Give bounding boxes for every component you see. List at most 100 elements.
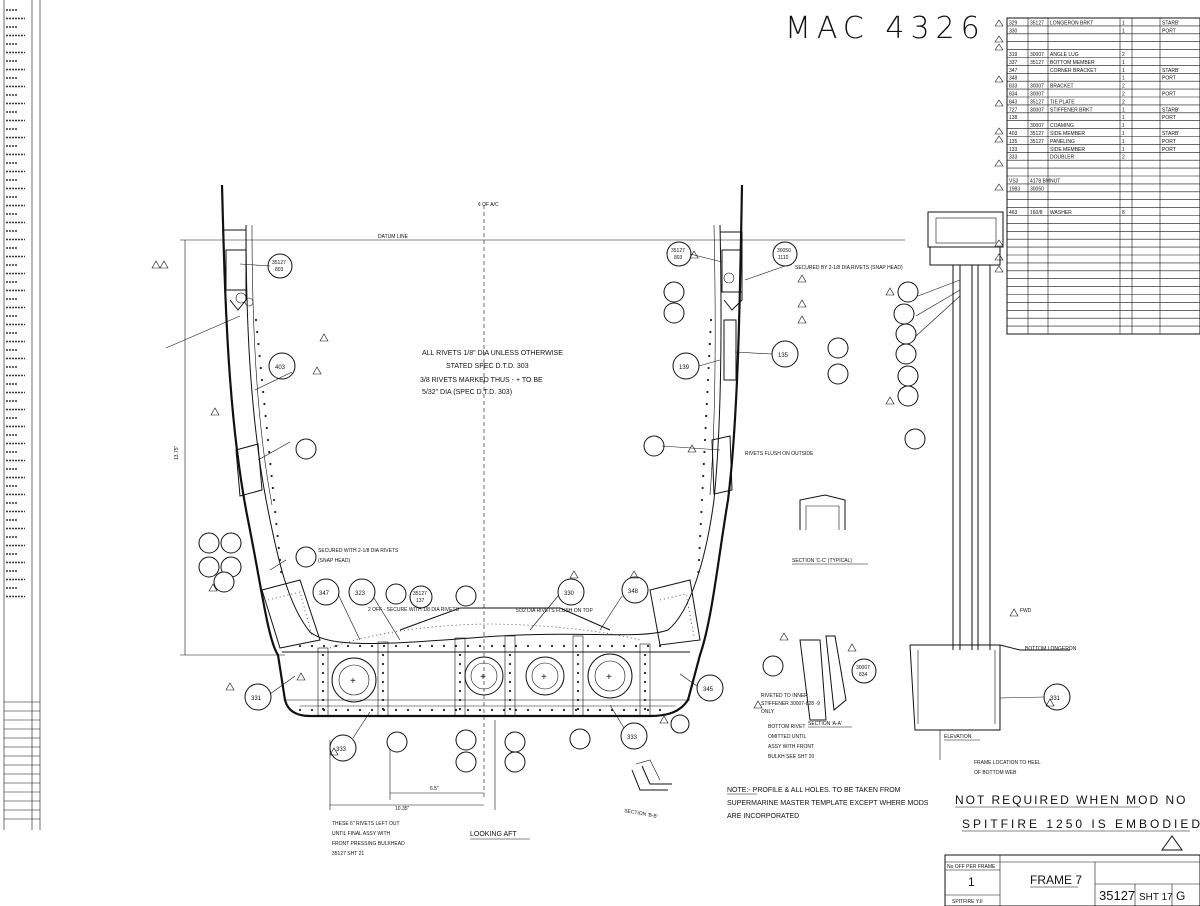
parts-table-cell: DOUBLER bbox=[1050, 155, 1075, 161]
side-lugs bbox=[225, 249, 743, 712]
parts-table-cell: 1 bbox=[1122, 20, 1125, 26]
svg-text:135: 135 bbox=[778, 353, 789, 359]
svg-text:5/32" DIA (SPEC D.T.D. 303): 5/32" DIA (SPEC D.T.D. 303) bbox=[422, 389, 512, 396]
note-block: NOTE:- PROFILE & ALL HOLES. TO BE TAKEN … bbox=[727, 787, 929, 820]
bubble-348 bbox=[621, 576, 649, 604]
dim-1035: 10.35" bbox=[395, 806, 410, 812]
parts-table-cell: 160/8 bbox=[1030, 210, 1043, 216]
svg-text:BULKH SEE SHT 20: BULKH SEE SHT 20 bbox=[768, 754, 815, 760]
parts-table-cell: 2 bbox=[1122, 52, 1125, 58]
parts-table-cell: 833 bbox=[1009, 84, 1018, 90]
rev-markers bbox=[151, 250, 1055, 756]
svg-text:ARE INCORPORATED: ARE INCORPORATED bbox=[727, 813, 799, 820]
parts-table-cell: PORT bbox=[1162, 115, 1176, 121]
parts-table-cell: 30050 bbox=[1030, 186, 1044, 192]
svg-text:5/32 DIA RIVETS FLUSH ON TOP: 5/32 DIA RIVETS FLUSH ON TOP bbox=[516, 608, 593, 614]
main-notes: ALL RIVETS 1/8" DIA UNLESS OTHERWISE STA… bbox=[318, 265, 903, 857]
parts-table-cell: 30007 bbox=[1030, 84, 1044, 90]
parts-table-cell: PORT bbox=[1162, 92, 1176, 98]
bubble-323 bbox=[348, 578, 376, 606]
bubble-35127-803-left bbox=[267, 253, 293, 279]
svg-text:2 OFF - SECURE WITH 1/8 DIA RI: 2 OFF - SECURE WITH 1/8 DIA RIVETS bbox=[368, 607, 460, 613]
svg-text:THESE 6" RIVETS LEFT OUT: THESE 6" RIVETS LEFT OUT bbox=[332, 821, 400, 827]
revision-triangles bbox=[994, 19, 1004, 273]
parts-table-cell: 1 bbox=[1122, 139, 1125, 145]
section-bb: SECTION 'B-B' bbox=[624, 759, 672, 820]
svg-text:ELEVATION: ELEVATION bbox=[944, 734, 972, 740]
svg-text:NOT REQUIRED WHEN MOD NO: NOT REQUIRED WHEN MOD NO bbox=[955, 793, 1187, 807]
parts-table-cell: 727 bbox=[1009, 107, 1018, 113]
parts-table-cell: 1 bbox=[1122, 107, 1125, 113]
bubble-333-right bbox=[620, 722, 648, 750]
parts-table-cell: 1 bbox=[1122, 115, 1125, 121]
svg-text:FWD: FWD bbox=[1020, 608, 1032, 614]
parts-table-cell: LONGERON BRKT bbox=[1050, 20, 1093, 26]
bottom-stiffeners bbox=[317, 635, 651, 717]
parts-table-cell: 35127 bbox=[1030, 20, 1044, 26]
parts-table-cell: 333 bbox=[1009, 155, 1018, 161]
parts-table-cell: 1 bbox=[1122, 68, 1125, 74]
parts-table-cell: 347 bbox=[1009, 68, 1018, 74]
svg-text:SECURED BY 2-1/8 DIA RIVETS (S: SECURED BY 2-1/8 DIA RIVETS (SNAP HEAD) bbox=[795, 265, 903, 271]
parts-table-cell: 337 bbox=[1009, 60, 1018, 66]
svg-text:STATED SPEC D.T.D. 303: STATED SPEC D.T.D. 303 bbox=[446, 363, 529, 370]
parts-table-cell: PANELING bbox=[1050, 139, 1075, 145]
parts-table-cell: 35127 bbox=[1030, 139, 1044, 145]
parts-table-cell: STARB' bbox=[1162, 20, 1179, 26]
parts-table-cell: 133 bbox=[1009, 147, 1018, 153]
svg-text:SECTION 'C-C' (TYPICAL): SECTION 'C-C' (TYPICAL) bbox=[792, 558, 852, 564]
svg-text:+: + bbox=[480, 672, 486, 683]
svg-text:SPITFIRE Y.II: SPITFIRE Y.II bbox=[952, 899, 983, 905]
left-notes-strip bbox=[3, 0, 41, 830]
parts-table-cell: PORT bbox=[1162, 76, 1176, 82]
svg-text:SECTION 'A-A': SECTION 'A-A' bbox=[808, 721, 842, 727]
parts-table-cell: 2 bbox=[1122, 99, 1125, 105]
svg-text:STIFFENER 30007-828 -9: STIFFENER 30007-828 -9 bbox=[761, 701, 820, 707]
svg-text:ONLY: ONLY bbox=[761, 709, 775, 715]
parts-table-cell: 1 bbox=[1122, 147, 1125, 153]
parts-table-cell: 35127 bbox=[1030, 60, 1044, 66]
parts-table-cell: 138 bbox=[1009, 115, 1018, 121]
parts-table-cell: COAMING bbox=[1050, 123, 1074, 129]
svg-text:35127: 35127 bbox=[671, 248, 685, 254]
center-line-label: ¢ OF A/C bbox=[478, 202, 499, 208]
svg-text:NOTE:- PROFILE & ALL HOLES. TO: NOTE:- PROFILE & ALL HOLES. TO BE TAKEN … bbox=[727, 787, 901, 794]
parts-table-cell: 30007 bbox=[1030, 107, 1044, 113]
parts-table-cell: 30007 bbox=[1030, 123, 1044, 129]
bubble-30050-1110 bbox=[772, 241, 798, 267]
parts-table-cell: 2 bbox=[1122, 84, 1125, 90]
drawing-title: MAC 4326 bbox=[785, 11, 986, 46]
svg-text:35127: 35127 bbox=[272, 260, 286, 266]
frame-label: FRAME 7 bbox=[1030, 873, 1082, 887]
svg-text:SHT 17: SHT 17 bbox=[1139, 892, 1173, 903]
parts-table-cell: 30007 bbox=[1030, 52, 1044, 58]
svg-text:323: 323 bbox=[355, 591, 366, 597]
lightening-holes: + + + + bbox=[331, 653, 633, 703]
parts-table-cell: 348 bbox=[1009, 76, 1018, 82]
svg-text:35127 SHT 21: 35127 SHT 21 bbox=[332, 851, 364, 857]
svg-text:RIVETS FLUSH ON OUTSIDE: RIVETS FLUSH ON OUTSIDE bbox=[745, 451, 814, 457]
parts-table-cell: 135 bbox=[1009, 139, 1018, 145]
parts-table-cell: 834 bbox=[1009, 92, 1018, 98]
svg-text:G: G bbox=[1176, 889, 1185, 903]
svg-text:333: 333 bbox=[336, 747, 347, 753]
svg-text:SUPERMARINE MASTER TEMPLATE EX: SUPERMARINE MASTER TEMPLATE EXCEPT WHERE… bbox=[727, 800, 929, 807]
svg-text:348: 348 bbox=[628, 589, 639, 595]
svg-text:345: 345 bbox=[703, 687, 714, 693]
not-required-notice: NOT REQUIRED WHEN MOD NO SPITFIRE 1250 I… bbox=[955, 793, 1200, 851]
svg-text:331: 331 bbox=[1050, 696, 1061, 702]
dim-1375: 13.75" bbox=[174, 445, 180, 460]
parts-table-cell: PORT bbox=[1162, 147, 1176, 153]
svg-text:1110: 1110 bbox=[778, 255, 789, 261]
svg-text:+: + bbox=[606, 672, 612, 683]
bubble-30007-834 bbox=[851, 658, 877, 684]
parts-table-cell: VS3 bbox=[1009, 178, 1019, 184]
parts-table-cell: 1 bbox=[1122, 131, 1125, 137]
svg-text:330: 330 bbox=[564, 591, 575, 597]
parts-table-cell: ANGLE LUG bbox=[1050, 52, 1079, 58]
svg-text:SPITFIRE 1250 IS EMBODIED: SPITFIRE 1250 IS EMBODIED bbox=[962, 817, 1200, 831]
svg-text:ALL RIVETS 1/8" DIA UNLESS OTH: ALL RIVETS 1/8" DIA UNLESS OTHERWISE bbox=[422, 350, 563, 357]
elevation-view: ELEVATION BOTTOM LONGERON FWD FRAME LOCA… bbox=[909, 211, 1077, 776]
bubble-347 bbox=[312, 578, 340, 606]
